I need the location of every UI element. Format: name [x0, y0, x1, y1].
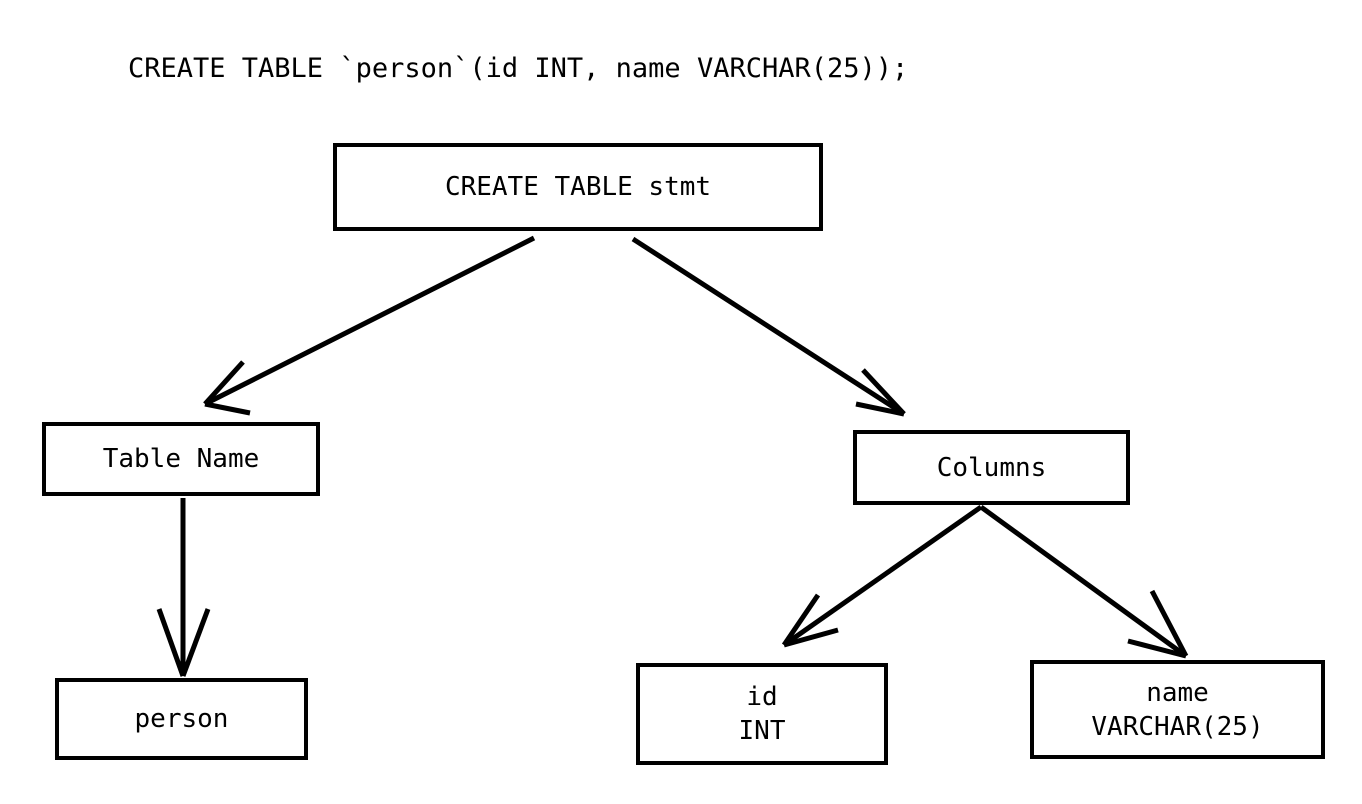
node-column-id[interactable]: id INT [636, 663, 888, 765]
node-label: CREATE TABLE stmt [444, 172, 712, 202]
node-label: Columns [936, 452, 1047, 483]
node-label-type: VARCHAR(25) [1091, 711, 1264, 742]
edge-table-name-to-person [156, 498, 211, 677]
node-person[interactable]: person [55, 678, 308, 760]
edge-root-to-columns [631, 236, 906, 417]
edge-columns-to-col-id [781, 504, 983, 648]
node-label-name: id [746, 682, 778, 712]
node-create-table-stmt[interactable]: CREATE TABLE stmt [333, 143, 823, 231]
node-label-type: INT [738, 716, 786, 746]
edge-columns-to-col-name [979, 504, 1189, 659]
node-label-name: name [1146, 677, 1209, 708]
sql-statement-caption: CREATE TABLE `person`(id INT, name VARCH… [128, 53, 909, 84]
node-label: Table Name [102, 444, 260, 474]
node-columns[interactable]: Columns [853, 430, 1130, 505]
node-column-name[interactable]: name VARCHAR(25) [1030, 660, 1325, 759]
node-table-name[interactable]: Table Name [42, 422, 320, 496]
node-label: person [134, 704, 229, 734]
edge-root-to-table-name [203, 235, 536, 416]
